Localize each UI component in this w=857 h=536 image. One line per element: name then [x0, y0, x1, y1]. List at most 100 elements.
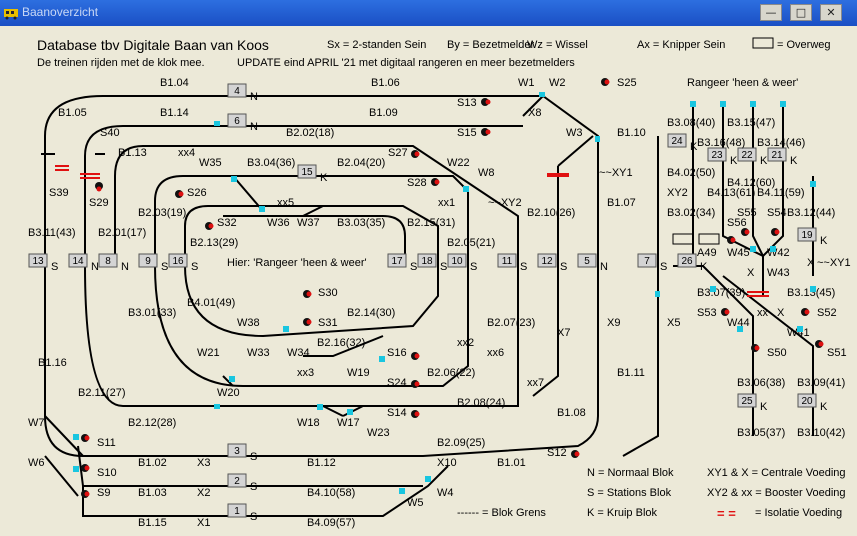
legend-ax: Ax = Knipper Sein	[637, 39, 725, 51]
track-label: B4.12(60)	[727, 177, 775, 189]
train-app-icon	[4, 9, 18, 20]
legend-iso-mark: = =	[717, 506, 736, 521]
track-label: X	[747, 267, 755, 279]
track-label: B1.05	[58, 107, 87, 119]
track-label: B1.16	[38, 357, 67, 369]
block-23[interactable]: 23 K	[707, 147, 738, 167]
track-label: B2.15(31)	[407, 217, 455, 229]
track-label: X	[807, 257, 815, 269]
track-label: W18	[297, 417, 320, 429]
block-number: 11	[502, 256, 513, 267]
track-label: B3.05(37)	[737, 427, 785, 439]
block-number: 14	[72, 256, 84, 267]
track-label: B3.15(47)	[727, 117, 775, 129]
block-type: K	[820, 235, 828, 247]
track-label: B3.13(45)	[787, 287, 835, 299]
track-label: B3.07(39)	[697, 287, 745, 299]
block-number: 13	[32, 256, 44, 267]
overweg-box-2[interactable]	[698, 233, 720, 245]
track-label: S50	[767, 347, 787, 359]
track-label: B1.03	[138, 487, 167, 499]
legend-n: N = Normaal Blok	[587, 467, 674, 479]
block-type: N	[250, 121, 258, 133]
track-label: W20	[217, 387, 240, 399]
block-type: S	[191, 261, 198, 273]
track-label: xx2	[457, 337, 474, 349]
overweg-box-1[interactable]	[672, 233, 694, 245]
track-label: S11	[97, 437, 116, 449]
track-label: B4.01(49)	[187, 297, 235, 309]
block-type: N	[121, 261, 129, 273]
legend-xy2: XY2 & xx = Booster Voeding	[707, 487, 846, 499]
track-label: S15	[457, 127, 477, 139]
track-label: B1.06	[371, 77, 400, 89]
block-type: N	[600, 261, 608, 273]
overweg-icon	[752, 37, 774, 49]
block-11[interactable]: 11 S	[497, 253, 527, 273]
track-label: B2.09(25)	[437, 437, 485, 449]
block-number: 23	[711, 150, 723, 161]
block-type: S	[51, 261, 58, 273]
track-label: S30	[318, 287, 338, 299]
window-title: Baanoverzicht	[22, 5, 99, 19]
track-label: S28	[407, 177, 427, 189]
track-label: B2.02(18)	[286, 127, 334, 139]
close-button[interactable]: ✕	[820, 4, 842, 21]
track-label: W1	[518, 77, 535, 89]
track-label: S12	[547, 447, 567, 459]
block-number: 1	[234, 506, 240, 517]
block-13[interactable]: 13 S	[28, 253, 58, 273]
block-type: S	[250, 451, 257, 463]
track-label: W8	[478, 167, 495, 179]
block-type: S	[470, 261, 477, 273]
track-label: B4.11(59)	[757, 187, 805, 199]
track-label: S40	[100, 127, 120, 139]
track-label: B4.09(57)	[307, 517, 355, 529]
track-label: S14	[387, 407, 407, 419]
track-label: W23	[367, 427, 390, 439]
track-label: B1.01	[497, 457, 526, 469]
block-type: K	[730, 155, 738, 167]
track-label: xx3	[297, 367, 314, 379]
track-label: S56	[727, 217, 747, 229]
track-label: S16	[387, 347, 407, 359]
block-number: 8	[105, 256, 111, 267]
track-label: W33	[247, 347, 270, 359]
block-separators	[73, 92, 816, 494]
maximize-button[interactable]: □	[790, 4, 812, 21]
block-type: K	[690, 141, 698, 153]
track-label: B3.03(35)	[337, 217, 385, 229]
track-label: S39	[49, 187, 69, 199]
track-label: W5	[407, 497, 424, 509]
track-label: X5	[667, 317, 680, 329]
block-type: S	[520, 261, 527, 273]
minimize-button[interactable]: —	[760, 4, 782, 21]
track-label: B2.03(19)	[138, 207, 186, 219]
title-bar[interactable]: Baanoverzicht — □ ✕	[0, 0, 857, 26]
